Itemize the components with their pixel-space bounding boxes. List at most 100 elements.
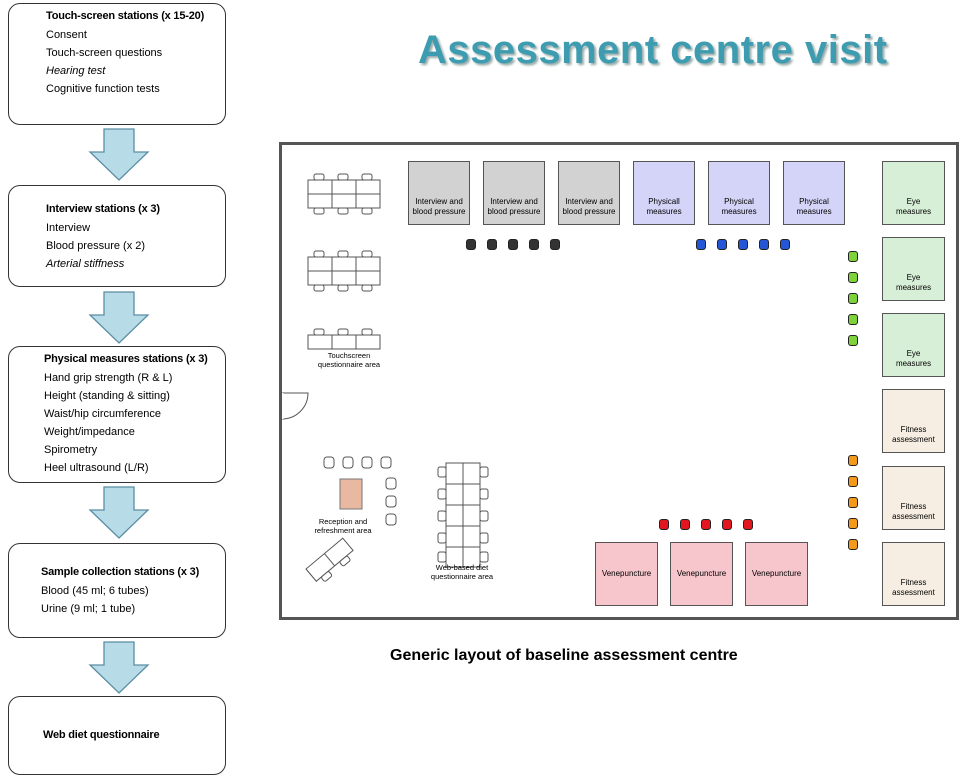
flow-box-interview: Interview stations (x 3) Interview Blood… — [8, 185, 226, 287]
station-label: Venepuncture — [601, 569, 652, 578]
area-label-line: questionnaire area — [317, 360, 381, 369]
flow-heading: Sample collection stations (x 3) — [41, 566, 200, 578]
flow-item: Urine (9 ml; 1 tube) — [41, 603, 136, 615]
station-label: Fitness — [900, 425, 927, 434]
flow-heading: Interview stations (x 3) — [46, 203, 160, 215]
chair-icon — [848, 251, 858, 262]
flow-item: Height (standing & sitting) — [44, 390, 170, 402]
area-label-line: questionnaire area — [430, 572, 494, 581]
area-label-line: refreshment area — [314, 526, 372, 535]
flow-box-sample: Sample collection stations (x 3) Blood (… — [8, 543, 226, 638]
chair-icon — [659, 519, 669, 530]
chair-icon — [508, 239, 518, 250]
station-label: Physical — [799, 197, 829, 206]
station-label: assessment — [892, 588, 935, 597]
touchscreen-area-label: Touchscreen questionnaire area — [304, 351, 394, 369]
station-label: Interview and — [565, 197, 613, 206]
station-label: Physical — [724, 197, 754, 206]
station-label: measures — [895, 207, 932, 216]
chair-icon — [701, 519, 711, 530]
floor-plan-caption: Generic layout of baseline assessment ce… — [390, 647, 738, 664]
down-arrow-icon — [88, 128, 150, 181]
down-arrow-icon — [88, 486, 150, 539]
area-label-line: Web-based diet — [435, 563, 489, 572]
chair-icon — [738, 239, 748, 250]
flow-item: Arterial stiffness — [46, 258, 125, 270]
chair-icon — [722, 519, 732, 530]
flow-item: Interview — [46, 222, 91, 234]
chair-icon — [550, 239, 560, 250]
chair-icon — [848, 272, 858, 283]
flow-heading: Web diet questionnaire — [43, 729, 160, 741]
station-label: Interview and — [490, 197, 538, 206]
down-arrow-icon — [88, 291, 150, 344]
station-label: measures — [646, 207, 682, 216]
station-label: Eye — [906, 349, 921, 358]
flow-item: Spirometry — [44, 444, 98, 456]
flow-heading: Physical measures stations (x 3) — [44, 353, 208, 365]
flow-box-touchscreen: Touch-screen stations (x 15-20) Consent … — [8, 3, 226, 125]
flow-item: Cognitive function tests — [46, 83, 160, 95]
chair-icon — [848, 539, 858, 550]
station-label: measures — [721, 207, 757, 216]
flow-item: Hearing test — [46, 65, 106, 77]
station-label: blood pressure — [487, 207, 541, 216]
flow-item: Heel ultrasound (L/R) — [44, 462, 149, 474]
flow-item: Blood (45 ml; 6 tubes) — [41, 585, 149, 597]
station-label: blood pressure — [562, 207, 616, 216]
chair-icon — [487, 239, 497, 250]
station-label: Eye — [906, 273, 921, 282]
station-label: Fitness — [900, 578, 927, 587]
flow-heading: Touch-screen stations (x 15-20) — [46, 10, 205, 22]
station-label: measures — [796, 207, 832, 216]
web-diet-area-label: Web-based diet questionnaire area — [417, 563, 507, 581]
chair-icon — [466, 239, 476, 250]
station-label: Venepuncture — [676, 569, 727, 578]
chair-icon — [848, 518, 858, 529]
flow-item: Weight/impedance — [44, 426, 135, 438]
flow-box-physical: Physical measures stations (x 3) Hand gr… — [8, 346, 226, 483]
area-label-line: Reception and — [318, 517, 368, 526]
chair-icon — [848, 314, 858, 325]
chair-icon — [717, 239, 727, 250]
station-label: Interview and — [415, 197, 463, 206]
chair-icon — [848, 335, 858, 346]
chair-icon — [680, 519, 690, 530]
venepuncture-station: Venepuncture — [670, 542, 733, 606]
station-label: measures — [895, 359, 932, 368]
flow-item: Hand grip strength (R & L) — [44, 372, 173, 384]
chair-icon — [529, 239, 539, 250]
reception-area-label: Reception and refreshment area — [298, 517, 388, 535]
furniture-drawing — [282, 173, 489, 582]
chair-icon — [848, 293, 858, 304]
station-label: assessment — [892, 435, 935, 444]
chair-icon — [743, 519, 753, 530]
chair-icon — [696, 239, 706, 250]
station-label: Eye — [906, 197, 921, 206]
station-label: measures — [895, 283, 932, 292]
station-label: Fitness — [900, 502, 927, 511]
station-label: Venepuncture — [751, 569, 802, 578]
page-title: Assessment centre visit — [418, 28, 888, 72]
chair-icon — [848, 497, 858, 508]
station-label: assessment — [892, 512, 935, 521]
down-arrow-icon — [88, 641, 150, 694]
flow-item: Waist/hip circumference — [44, 408, 161, 420]
flow-item: Blood pressure (x 2) — [46, 240, 146, 252]
station-label: blood pressure — [412, 207, 466, 216]
flow-item: Consent — [46, 29, 87, 41]
venepuncture-station: Venepuncture — [745, 542, 808, 606]
station-label: Physicall — [648, 197, 680, 206]
